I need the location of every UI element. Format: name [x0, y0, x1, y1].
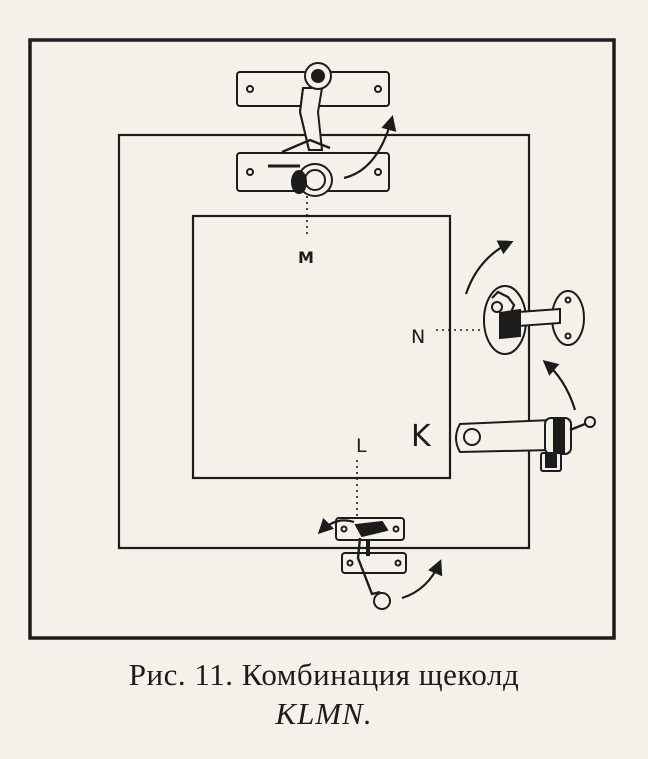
- arrow-bottom-left-icon: [317, 517, 355, 535]
- latch-bottom-icon: [335, 517, 407, 610]
- caption-subtitle: KLMN.: [275, 696, 373, 731]
- arrow-right-upper-icon: [464, 240, 514, 295]
- latch-right-upper-icon: [483, 285, 585, 355]
- arrow-right-lower-icon: [542, 359, 577, 411]
- arrow-bottom-right-icon: [401, 559, 443, 600]
- caption-title: Комбинация щеколд: [241, 657, 520, 692]
- guide-lines: [306, 196, 488, 520]
- figure-caption: Рис. 11. Комбинация щеколд KLMN.: [0, 655, 648, 733]
- latch-top-icon: [236, 62, 390, 197]
- label-k: K: [411, 419, 432, 454]
- inner-frame: [191, 214, 452, 480]
- caption-line1: Рис. 11. Комбинация щеколд: [0, 655, 648, 695]
- figure-label: Рис. 11.: [128, 657, 234, 692]
- latch-diagram: M N K L: [28, 38, 616, 640]
- label-l: L: [356, 435, 367, 457]
- label-n: N: [411, 326, 425, 348]
- label-m: M: [298, 248, 314, 267]
- latch-right-lower-icon: [455, 416, 596, 472]
- outer-frame: [28, 38, 616, 640]
- middle-frame: [117, 133, 531, 550]
- arrow-top-icon: [343, 115, 397, 180]
